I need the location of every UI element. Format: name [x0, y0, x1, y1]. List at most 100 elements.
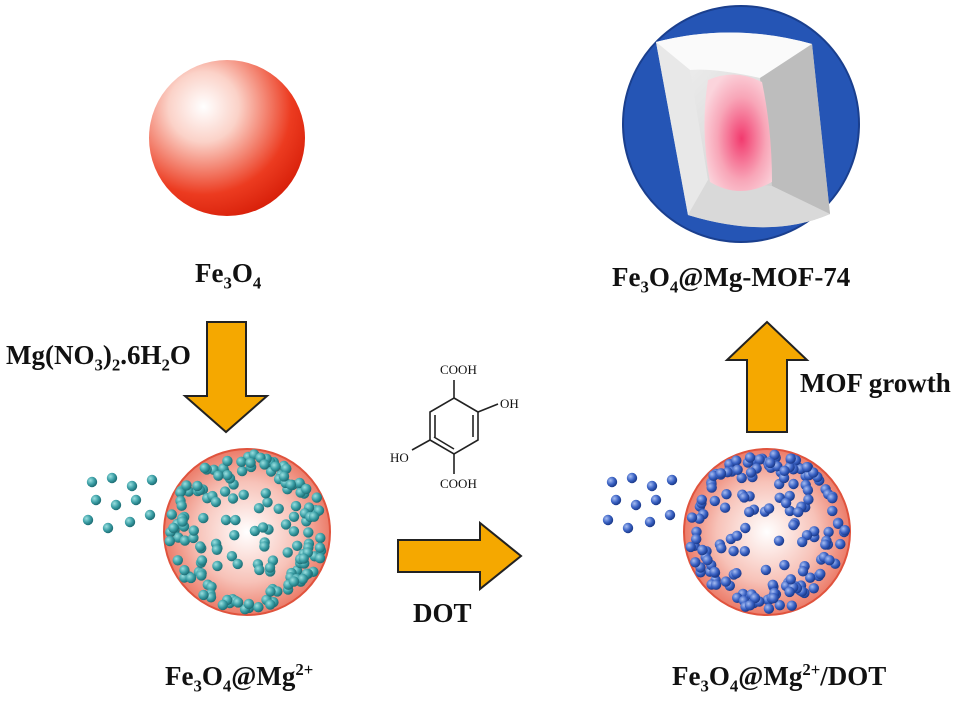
free-ion-particle	[86, 476, 98, 488]
ion-particle	[192, 480, 203, 492]
ion-particle	[696, 494, 707, 505]
ion-particle	[288, 526, 300, 537]
free-ion-particle	[130, 494, 142, 506]
ion-particle	[315, 532, 326, 544]
ion-particle	[257, 522, 269, 533]
ion-particle	[779, 465, 790, 476]
free-ion-particle	[110, 499, 122, 511]
ion-particle	[728, 545, 739, 557]
ion-particle	[803, 494, 814, 505]
free-ion-particle	[666, 474, 678, 486]
ion-particle	[232, 558, 243, 570]
label-reagent: Mg(NO3)2.6H2O	[6, 340, 191, 375]
ion-particle	[259, 541, 270, 552]
ion-particle	[297, 573, 308, 585]
ion-particle	[709, 495, 720, 507]
ion-particle	[780, 497, 792, 509]
ion-particle	[835, 538, 846, 550]
up-arrow-icon	[724, 320, 810, 433]
ion-particle	[168, 522, 179, 534]
ion-particle	[785, 574, 796, 585]
ion-particle	[773, 535, 785, 546]
label-fe3o4-mof: Fe3O4@Mg-MOF-74	[612, 262, 851, 297]
ion-particle	[259, 459, 270, 470]
free-ion-particle	[102, 522, 114, 534]
label-dot: DOT	[413, 598, 472, 628]
ion-particle	[731, 530, 743, 541]
ion-particle	[710, 579, 722, 590]
ion-particle	[226, 551, 238, 562]
ion-particle	[196, 555, 208, 566]
ion-particle	[245, 457, 256, 468]
free-ion-particle	[126, 480, 138, 492]
ion-particle	[739, 492, 750, 503]
ion-particle	[236, 465, 248, 477]
ion-particle	[820, 539, 831, 550]
ion-particle	[292, 540, 303, 551]
ion-particle	[763, 603, 775, 614]
ion-particle	[210, 496, 222, 508]
free-ion-particle	[82, 514, 94, 526]
ion-particle	[745, 467, 757, 478]
ion-particle	[736, 472, 747, 484]
ion-particle	[797, 536, 808, 548]
free-ion-particle	[610, 494, 622, 506]
ion-particle	[185, 572, 197, 584]
label-fe3o4: Fe3O4	[195, 258, 262, 293]
label-fe3o4-mg: Fe3O4@Mg2+	[165, 660, 314, 696]
free-ion-particle	[144, 509, 156, 521]
free-ion-particle	[664, 509, 676, 521]
ion-particle	[832, 518, 844, 529]
ion-particle	[217, 599, 228, 611]
right-arrow-icon	[397, 520, 523, 592]
ion-particle	[243, 598, 255, 610]
ion-particle	[265, 586, 276, 597]
ion-particle	[230, 514, 241, 526]
free-ion-particle	[650, 494, 662, 506]
ion-particle	[802, 485, 814, 496]
ion-particle	[253, 503, 265, 514]
ion-particle	[779, 559, 790, 571]
ion-particle	[213, 470, 224, 481]
ion-particle	[793, 506, 804, 518]
free-ion-particle	[626, 472, 638, 484]
ion-particle	[195, 541, 206, 552]
ion-particle	[768, 593, 779, 604]
ion-particle	[229, 530, 240, 541]
dot-molecule	[411, 380, 499, 474]
ion-particle	[839, 525, 851, 536]
free-mg-ions	[82, 472, 158, 534]
ion-particle	[709, 566, 720, 578]
ion-particle	[754, 454, 765, 465]
free-dot-ions	[602, 472, 678, 534]
ion-particle	[805, 572, 816, 583]
free-ion-particle	[90, 494, 102, 506]
ion-particle	[827, 493, 838, 504]
ion-particle	[715, 468, 727, 479]
ion-particle	[801, 461, 813, 473]
ion-particle	[212, 560, 223, 572]
ion-particle	[721, 489, 732, 500]
ion-particle	[720, 576, 732, 587]
mof-core-shell-sphere	[622, 5, 860, 243]
ion-particle	[198, 589, 209, 601]
ion-particle	[254, 564, 265, 576]
ion-particle	[270, 461, 281, 472]
ion-particle	[220, 514, 232, 526]
ion-particle	[314, 553, 326, 564]
ion-particle	[177, 516, 188, 527]
ion-particle	[824, 555, 835, 566]
ion-particle	[236, 456, 247, 467]
molecule-top-cooh: COOH	[440, 362, 477, 377]
free-ion-particle	[606, 476, 618, 488]
ion-particle	[273, 503, 284, 514]
fe3o4-sphere	[149, 60, 305, 216]
ion-particle	[262, 497, 273, 508]
ion-particle	[685, 541, 696, 553]
ion-particle	[308, 511, 320, 522]
ion-particle	[784, 586, 795, 598]
ion-particle	[219, 486, 231, 497]
ion-particle	[175, 487, 186, 498]
free-ion-particle	[646, 480, 658, 492]
ion-particle	[716, 543, 727, 554]
